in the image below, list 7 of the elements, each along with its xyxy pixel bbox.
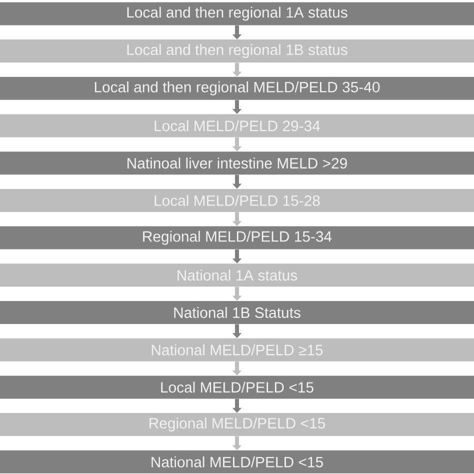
flow-band: National MELD/PELD <15 — [0, 450, 474, 474]
flow-band: Regional MELD/PELD 15-34 — [0, 226, 474, 250]
flow-band: Local MELD/PELD <15 — [0, 376, 474, 399]
flow-band: Local and then regional MELD/PELD 35-40 — [0, 76, 474, 100]
flow-band: Local and then regional 1A status — [0, 2, 474, 26]
flow-band: National 1B Statuts — [0, 301, 474, 324]
flow-band: Natinoal liver intestine MELD >29 — [0, 152, 474, 175]
